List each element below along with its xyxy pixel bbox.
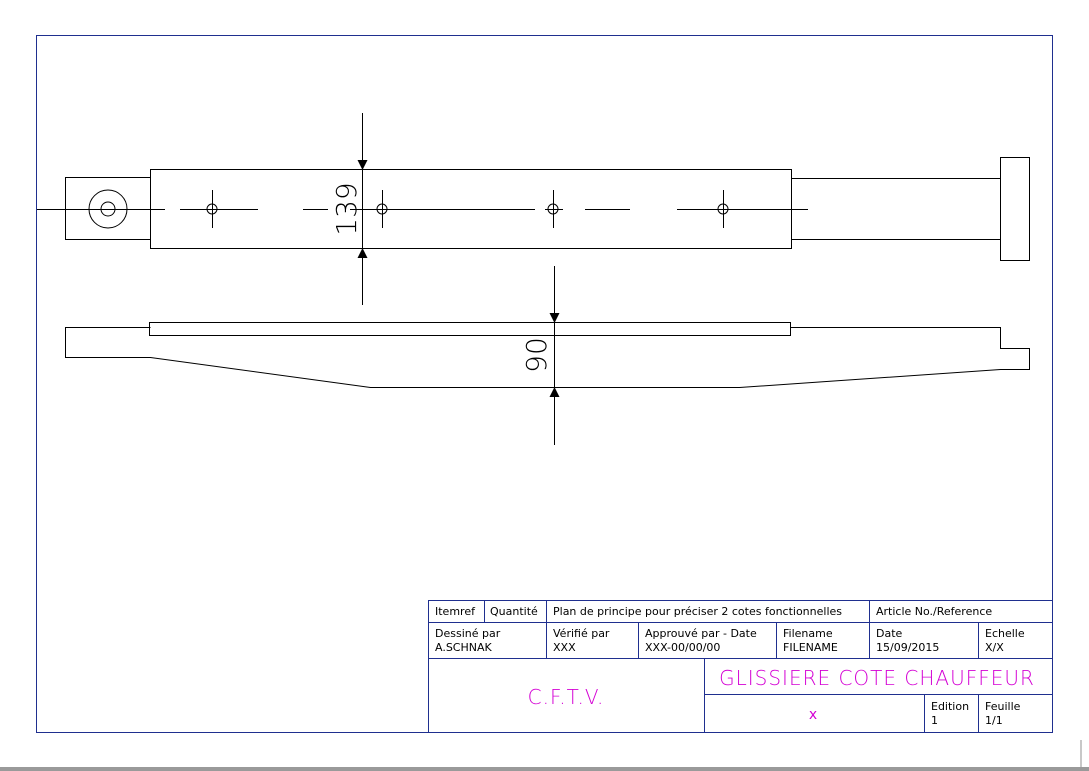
tb-date-value: 15/09/2015 — [876, 641, 939, 654]
tb-echelle-value: X/X — [985, 641, 1004, 654]
tb-approuve-value: XXX-00/00/00 — [645, 641, 720, 654]
tb-dessine-value: A.SCHNAK — [435, 641, 493, 654]
tb-feuille-value: 1/1 — [985, 714, 1003, 727]
left-end-block — [65, 177, 151, 240]
tb-itemref: Itemref — [435, 605, 476, 618]
title-block-border — [428, 600, 1053, 733]
bottom-scrollbar[interactable] — [0, 767, 1089, 771]
tb-date-label: Date — [876, 627, 903, 640]
tb-subtitle: x — [809, 707, 817, 723]
tb-verifie-label: Vérifié par — [553, 627, 610, 640]
tb-filename-value: FILENAME — [783, 641, 838, 654]
tb-article: Article No./Reference — [876, 605, 992, 618]
dim-139-label: 139 — [330, 182, 363, 235]
tb-edition-value: 1 — [931, 714, 938, 727]
tb-feuille-label: Feuille — [985, 700, 1021, 713]
tb-company: C.F.T.V. — [528, 685, 605, 709]
tb-filename-label: Filename — [783, 627, 833, 640]
side-view — [65, 266, 1030, 445]
side-profile — [65, 327, 1030, 388]
tb-title: GLISSIERE COTE CHAUFFEUR — [719, 666, 1035, 690]
end-cap — [1000, 157, 1030, 261]
window-edge — [1080, 740, 1082, 767]
tb-approuve-label: Approuvé par - Date — [645, 627, 757, 640]
tb-quantite: Quantité — [490, 605, 538, 618]
tb-dessine-label: Dessiné par — [435, 627, 501, 640]
tb-description: Plan de principe pour préciser 2 cotes f… — [553, 605, 842, 618]
top-view — [37, 113, 1030, 305]
tb-echelle-label: Echelle — [985, 627, 1025, 640]
title-block — [428, 600, 1053, 733]
tb-verifie-value: XXX — [553, 641, 576, 654]
top-flange — [149, 322, 791, 336]
dim-90-label: 90 — [520, 337, 553, 373]
tb-edition-label: Edition — [931, 700, 969, 713]
